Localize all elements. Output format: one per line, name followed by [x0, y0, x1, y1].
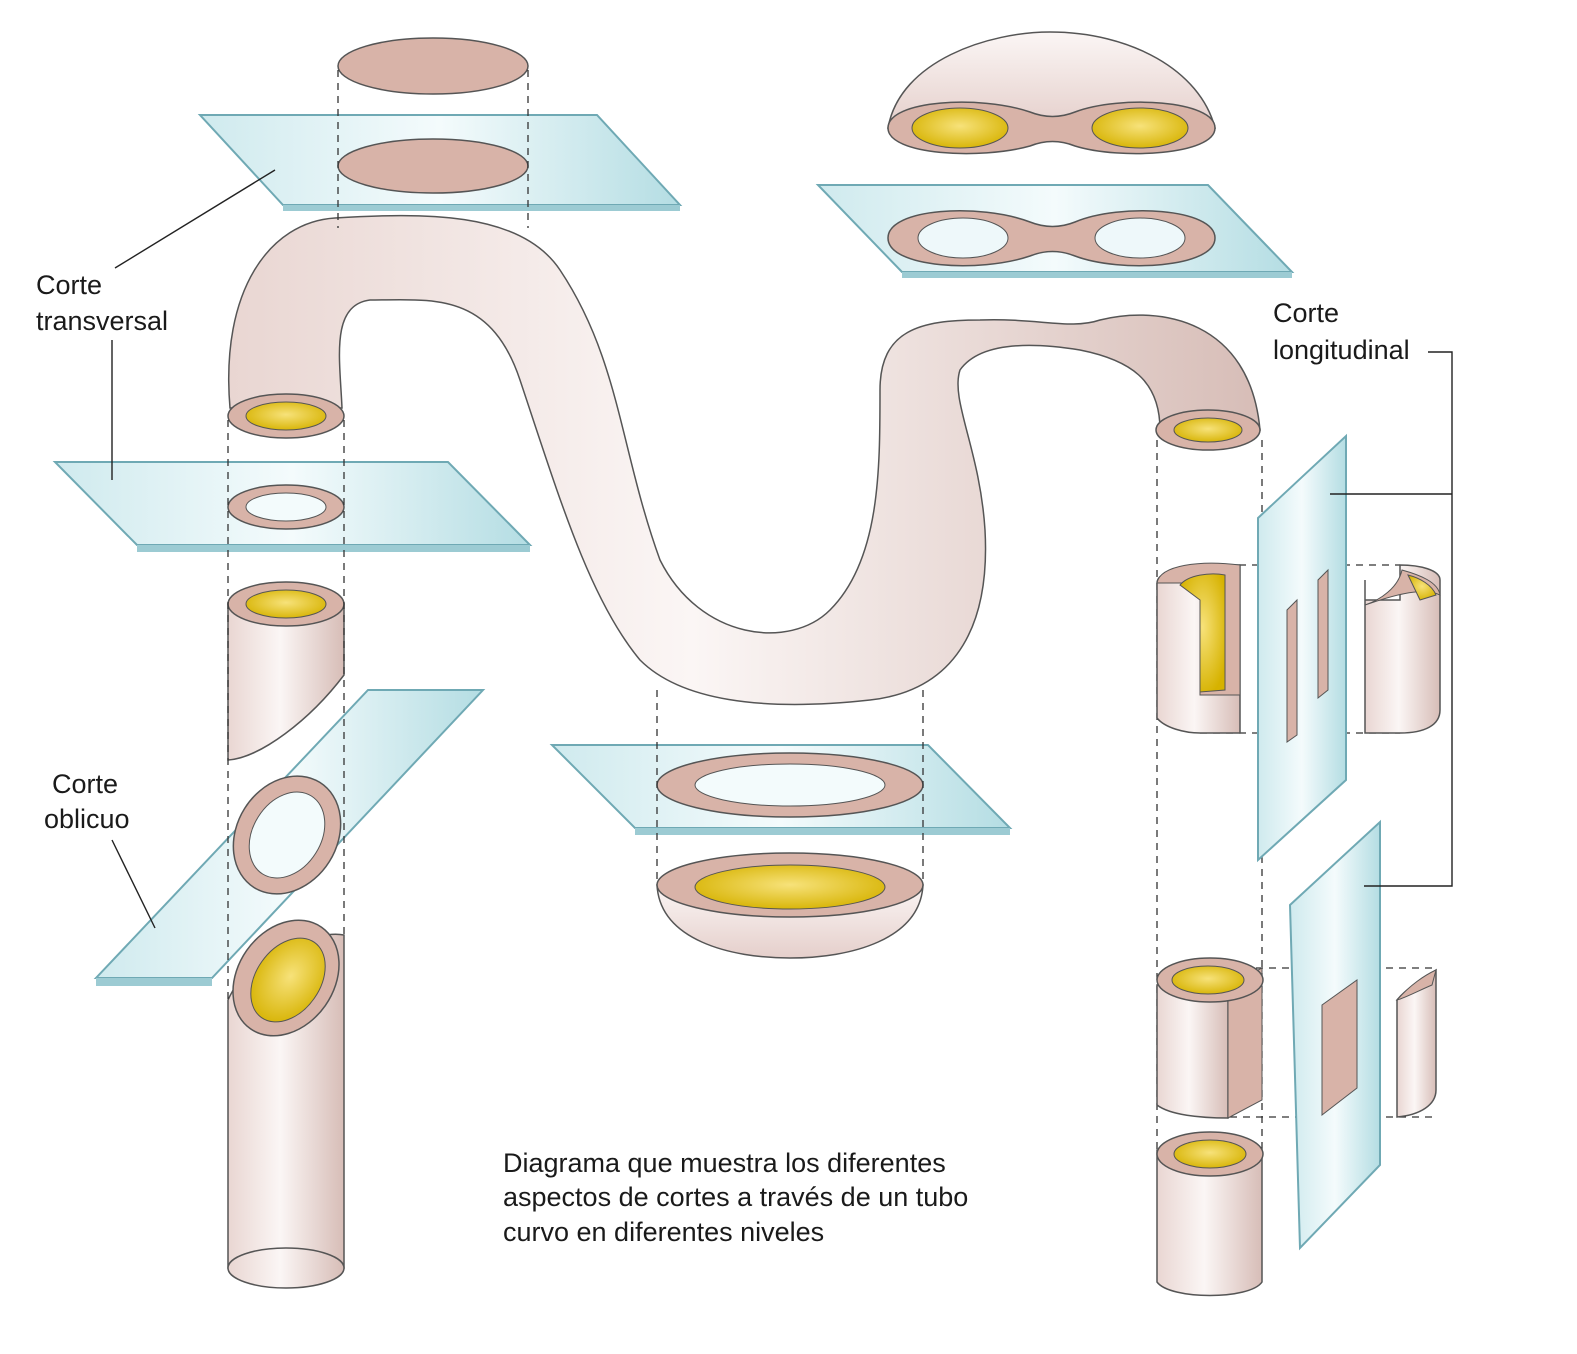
caption-line-1: Diagrama que muestra los diferentes	[503, 1148, 946, 1178]
top-right-double-section	[815, 31, 1295, 278]
middle-bottom-sections	[549, 690, 1013, 959]
label-corte-oblicuo-line1: Corte	[52, 769, 119, 799]
label-corte-transversal-line2: transversal	[36, 306, 169, 336]
leader-lines	[111, 169, 1453, 929]
caption-line-3: curvo en diferentes niveles	[503, 1217, 825, 1247]
top-left-transverse-section	[197, 37, 683, 228]
label-corte-longitudinal-line2: longitudinal	[1273, 335, 1410, 365]
label-corte-transversal-line1: Corte	[36, 270, 103, 300]
caption-line-2: aspectos de cortes a través de un tubo	[503, 1182, 969, 1212]
right-column-sections	[1156, 433, 1441, 1297]
left-column-sections	[52, 420, 533, 1289]
label-corte-oblicuo-line2: oblicuo	[44, 804, 130, 834]
label-corte-longitudinal-line1: Corte	[1273, 298, 1340, 328]
curved-tube	[227, 214, 1261, 706]
